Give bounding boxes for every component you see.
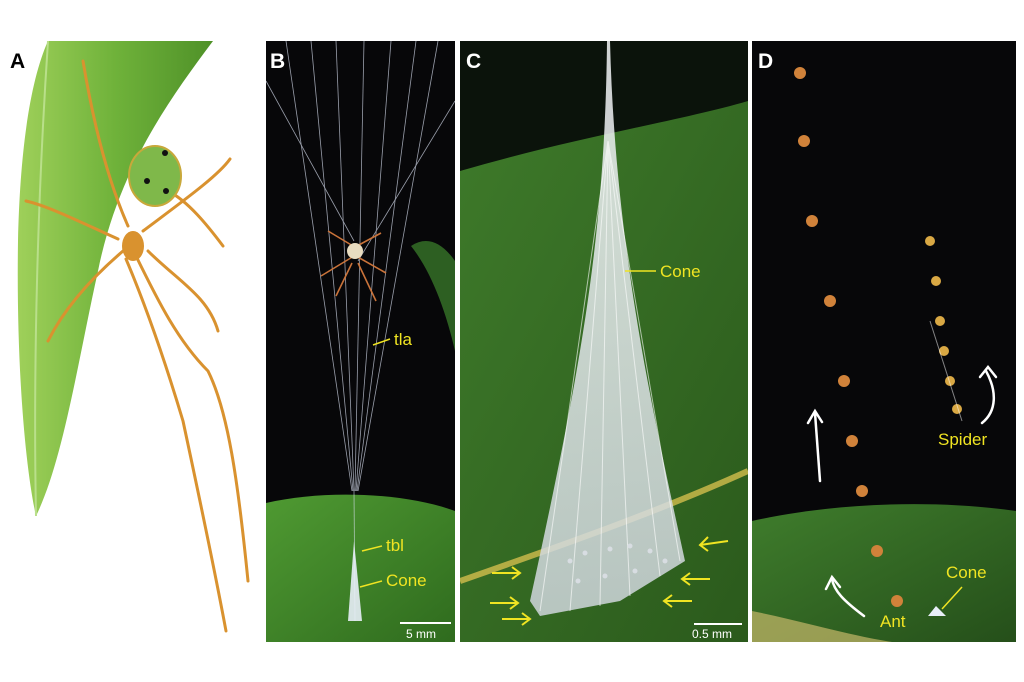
leaf [17,41,213,516]
panel-a: A [8,41,261,642]
panel-a-photo [17,41,250,633]
panel-letter: D [758,50,774,73]
silk-cone [348,541,362,621]
silk-cone [928,606,946,616]
label-spider: Spider [938,430,988,449]
arrows [806,364,998,618]
label-tbl: tbl [386,536,404,555]
panel-letter: C [466,50,482,73]
label-cone: Cone [946,563,987,582]
panel-b-photo [266,41,455,642]
panel-c-photo [460,41,748,642]
label-ant: Ant [880,612,906,631]
panel-letter: B [270,50,286,73]
label-cone: Cone [386,571,427,590]
scale-bar-label: 0.5 mm [692,627,733,641]
scale-bar-label: 5 mm [406,627,436,641]
panel-c: C Cone 0.5 mm [460,41,748,642]
panel-b: B tla tbl Cone 5 mm [266,41,455,642]
label-tla: tla [394,330,412,349]
panel-letter: A [10,50,26,73]
silk-cone [530,41,685,616]
spider-cephalothorax [122,231,144,261]
panel-d: D Spider Cone Ant [752,41,1016,642]
spider [347,243,363,259]
spider-abdomen [128,145,182,207]
label-cone: Cone [660,262,701,281]
ant-trail [794,67,903,607]
leaf [266,494,455,642]
panel-d-photo [752,67,1016,642]
spider-trail [925,236,962,414]
